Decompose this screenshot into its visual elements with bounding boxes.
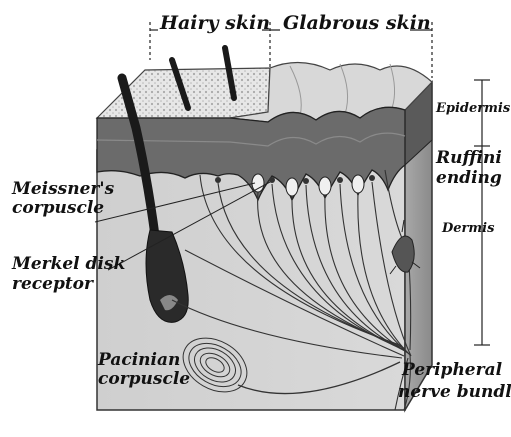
label-pacinian-line1: Pacinian bbox=[98, 352, 180, 369]
label-glabrous-skin: Glabrous skin bbox=[283, 14, 431, 33]
label-dermis: Dermis bbox=[442, 222, 494, 235]
label-pacinian-line2: corpuscle bbox=[98, 371, 190, 388]
label-hairy-skin: Hairy skin bbox=[160, 14, 270, 33]
label-peripheral-line1: Peripheral bbox=[402, 362, 502, 379]
label-ruffini-line2: ending bbox=[436, 170, 502, 187]
label-peripheral-line2: nerve bundle bbox=[398, 384, 511, 401]
label-merkel-line2: receptor bbox=[12, 276, 93, 293]
layer-brackets bbox=[474, 80, 490, 345]
label-ruffini-line1: Ruffini bbox=[436, 150, 502, 167]
label-merkel-line1: Merkel disk bbox=[12, 256, 125, 273]
label-meissner-line2: corpuscle bbox=[12, 200, 104, 217]
label-meissner-line1: Meissner's bbox=[12, 181, 114, 198]
label-epidermis: Epidermis bbox=[436, 102, 510, 115]
